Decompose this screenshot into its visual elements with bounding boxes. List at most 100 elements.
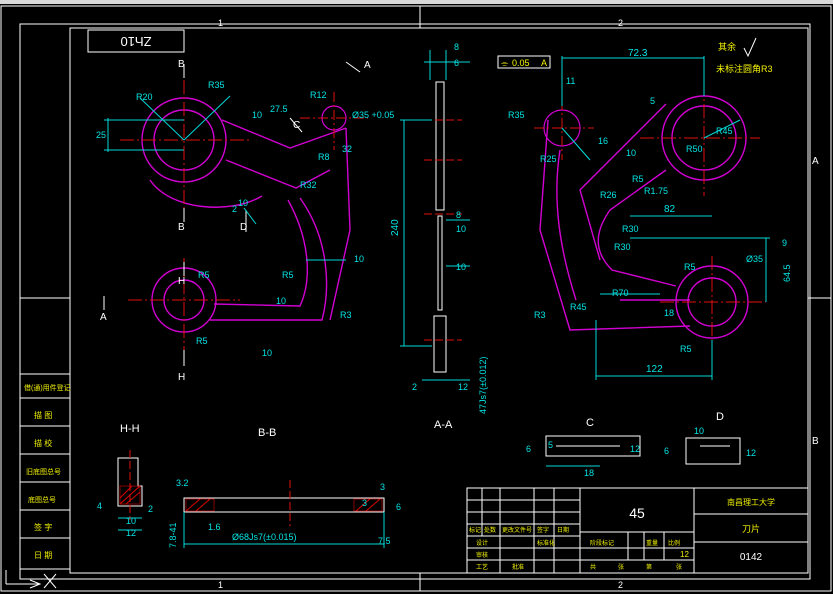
bb-dim-68js7: Ø68Js7(±0.015) — [232, 532, 296, 542]
sign-label-approve: 批准 — [512, 563, 524, 571]
right-rear-view — [534, 56, 770, 380]
sheet-border — [19, 23, 811, 580]
dim-r35-right: R35 — [508, 110, 525, 120]
dim-r45-right: R45 — [716, 126, 733, 136]
title-part-name: 刀片 — [742, 523, 760, 534]
scale-label: 比例 — [668, 539, 680, 547]
dim-r5-right: R5 — [632, 174, 644, 184]
dim-16: 16 — [598, 136, 608, 146]
c-dim-18: 18 — [584, 468, 594, 478]
zone-right-a: A — [812, 156, 819, 167]
cut-label-h-top: H — [178, 276, 185, 287]
zone-bottom-1: 1 — [218, 580, 223, 590]
dim-r26: R26 — [600, 190, 617, 200]
c-dim-12: 12 — [630, 444, 640, 454]
dim-r50: R50 — [686, 144, 703, 154]
unmarked-fillet-note: 未标注圆角R3 — [716, 63, 773, 74]
weight-label: 重量 — [646, 539, 658, 547]
dim-10-d: 10 — [262, 348, 272, 358]
dim-18-right: 18 — [664, 308, 674, 318]
dim-r5-b: R5 — [196, 336, 208, 346]
section-hh: H-H 4 2 10 12 — [97, 423, 153, 538]
tolerance-datum: A — [541, 58, 547, 68]
row-label-sign: 签字 — [537, 526, 549, 534]
dim-r35: R35 — [208, 80, 225, 90]
dim-r20: R20 — [136, 92, 153, 102]
sign-label-process: 工艺 — [476, 563, 488, 571]
section-bb-title: B-B — [258, 427, 276, 439]
sign-label-standard: 标准化 — [537, 539, 555, 547]
dim-11: 11 — [566, 76, 575, 86]
cut-label-b-top: B — [178, 59, 185, 70]
left-table-row-3: 旧底图总号 — [26, 467, 61, 476]
dim-r5-lower: R5 — [680, 344, 692, 354]
roughness-symbol-icon — [743, 37, 757, 58]
hh-dim-10: 10 — [126, 516, 136, 526]
section-hh-title: H-H — [120, 423, 140, 435]
bb-dim-3-b: 3 — [362, 498, 367, 508]
left-front-view — [103, 61, 368, 366]
hh-dim-2: 2 — [148, 504, 153, 514]
dim-r32: R32 — [300, 180, 317, 190]
sheet-outer-frame — [0, 5, 832, 592]
row-label-mark: 标记 — [469, 526, 481, 534]
dim-r45-lower: R45 — [570, 302, 587, 312]
bb-dim-7-5: 7.5 — [378, 536, 391, 546]
dim-side-6: 6 — [454, 58, 459, 68]
dim-r8: R8 — [318, 152, 330, 162]
side-view — [400, 50, 470, 381]
dim-r3-right: R3 — [534, 310, 546, 320]
hh-dim-4: 4 — [97, 501, 102, 511]
title-scale: 12 — [680, 550, 689, 559]
zone-right-b: B — [812, 436, 819, 447]
detail-d: D 6 10 12 — [664, 411, 756, 465]
row-label-count: 处数 — [484, 526, 496, 534]
zone-bottom-2: 2 — [618, 580, 623, 590]
left-view-labels: B B H H A A C D R20 R35 25 10 10 27.5 R1… — [96, 59, 394, 383]
tolerance-value: 0.05 — [512, 58, 530, 68]
row-label-date: 日期 — [557, 526, 569, 534]
dim-82: 82 — [664, 204, 676, 215]
dim-r30-a: R30 — [622, 224, 639, 234]
dim-r-5-a: 5 — [650, 96, 655, 106]
detail-c-title: C — [586, 417, 594, 429]
zone-top-1: 1 — [218, 18, 223, 28]
detail-c: C 6 5 18 12 — [526, 417, 641, 478]
dim-r3: R3 — [340, 310, 352, 320]
cut-label-c: C — [293, 120, 300, 131]
d-dim-12: 12 — [746, 448, 756, 458]
title-material: 45 — [629, 505, 645, 521]
sheet-label-unit-a: 张 — [618, 563, 624, 571]
left-table-row-5: 签 字 — [34, 522, 52, 532]
sign-label-review: 审核 — [476, 551, 488, 559]
section-aa: A-A — [434, 419, 453, 431]
dim-r12: R12 — [310, 90, 327, 100]
c-dim-5: 5 — [548, 440, 553, 450]
left-table-row-1: 描 图 — [34, 410, 52, 420]
section-aa-title: A-A — [434, 419, 453, 431]
title-drawing-no: 0142 — [740, 552, 763, 563]
bb-dim-1-6: 1.6 — [208, 522, 221, 532]
dim-r25: R25 — [540, 154, 557, 164]
dim-32: 32 — [342, 144, 352, 154]
right-view-labels: 72.3 5 R35 11 R25 16 10 R45 R50 R26 R5 R… — [508, 37, 792, 375]
dim-hole-35: Ø35 +0.05 — [352, 110, 394, 120]
sheet-label-no: 第 — [646, 563, 652, 571]
dim-r30-b: R30 — [614, 242, 631, 252]
drawing-number-box — [87, 29, 185, 53]
left-table-row-0: 借(通)用件登记 — [24, 383, 71, 392]
detail-d-title: D — [716, 411, 724, 423]
hh-dim-12: 12 — [126, 528, 136, 538]
section-bb: B-B 3 3.2 Ø68Js7(±0.015) 3 7.5 1.6 7.8-4… — [168, 427, 401, 548]
title-school: 南昌理工大学 — [727, 497, 775, 507]
drawing-number-rotated: ZҺ10 — [120, 34, 151, 49]
cut-label-b-bottom: B — [178, 222, 185, 233]
dim-r1-75: R1.75 — [644, 186, 668, 196]
cut-label-a-left: A — [100, 312, 107, 323]
title-block: 45 南昌理工大学 刀片 0142 12 标记 处数 更改文件号 签字 日期 设… — [466, 487, 809, 574]
tolerance-symbol: ⌯ — [501, 58, 509, 68]
dim-r5-a: R5 — [198, 270, 210, 280]
dim-10-b: 10 — [238, 198, 248, 208]
roughness-note: 其余 — [718, 41, 736, 52]
